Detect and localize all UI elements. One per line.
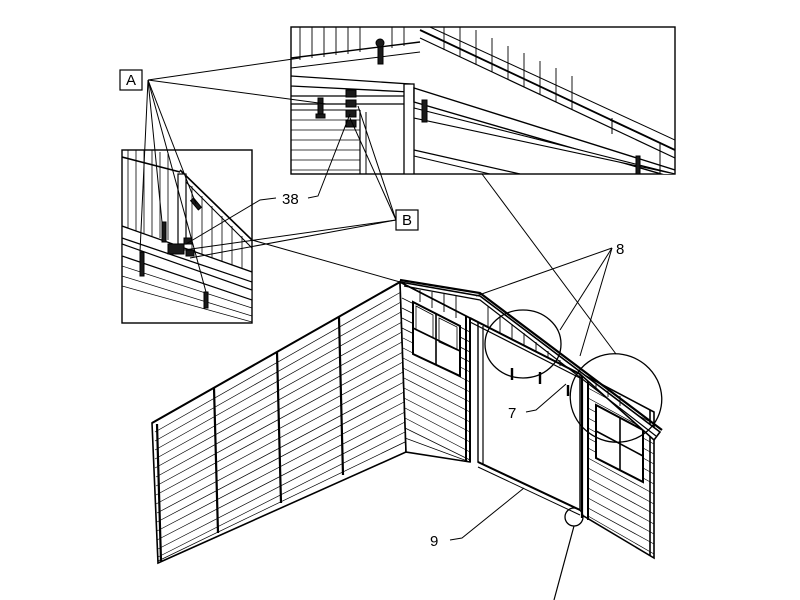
detail-circle-c <box>564 507 584 527</box>
top-inset-hardware <box>315 38 641 175</box>
detail-circle-b <box>569 353 663 443</box>
gable-truss <box>399 278 663 442</box>
door-opening <box>477 320 581 516</box>
window-left <box>412 300 461 378</box>
detail-circle-a <box>484 309 562 379</box>
callout-a: A <box>119 69 143 91</box>
top-detail-inset <box>290 26 676 175</box>
callout-b: B <box>395 209 419 231</box>
part-number-9: 9 <box>430 533 438 550</box>
left-side-wall <box>151 280 407 565</box>
shed-main-view <box>151 278 663 565</box>
part-number-8: 8 <box>616 241 624 258</box>
window-right <box>595 403 644 484</box>
front-wall-left <box>399 280 471 463</box>
callout-a-label: A <box>126 72 136 89</box>
callout-b-label: B <box>402 212 412 229</box>
part-number-7: 7 <box>508 405 516 422</box>
part-number-38: 38 <box>282 191 299 208</box>
leader-lines <box>139 57 617 600</box>
left-detail-inset <box>121 149 253 324</box>
